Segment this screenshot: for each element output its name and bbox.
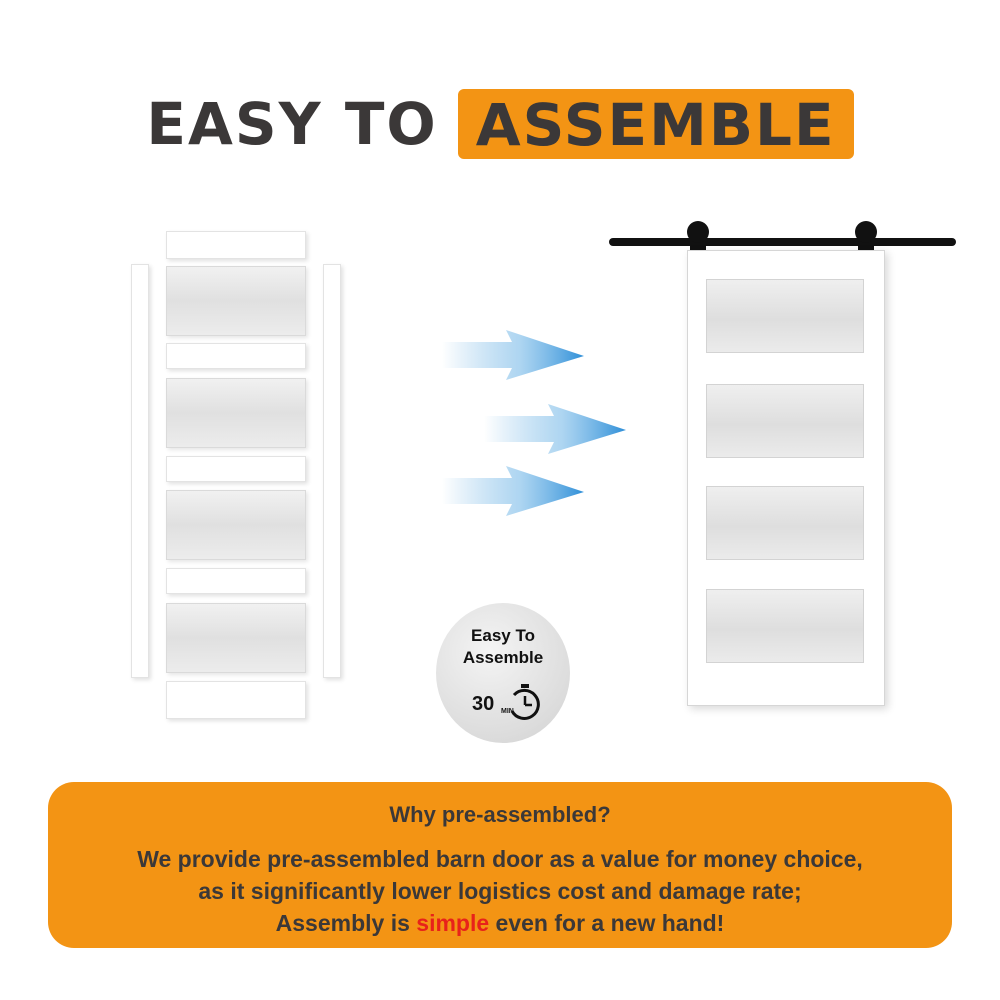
middle-rail-2 — [166, 456, 306, 482]
top-rail — [166, 231, 306, 259]
glass-panel-4 — [166, 603, 306, 673]
info-line-1: We provide pre-assembled barn door as a … — [137, 846, 863, 872]
glass-panel-3 — [166, 490, 306, 560]
badge-line-2: Assemble — [462, 648, 544, 667]
arrow-right-icon — [484, 404, 626, 454]
door-glass-4 — [706, 589, 864, 663]
title-part-assemble: ASSEMBLE — [457, 89, 854, 159]
middle-rail-1 — [166, 343, 306, 369]
arrows-group — [442, 330, 626, 516]
left-stile — [131, 264, 149, 678]
glass-panel-1 — [166, 266, 306, 336]
door-glass-1 — [706, 279, 864, 353]
info-box: Why pre-assembled? We provide pre-assemb… — [48, 782, 952, 948]
info-line-3: Assembly is simple even for a new hand! — [48, 910, 952, 937]
page-title: EASY TO ASSEMBLE — [0, 86, 1000, 162]
right-stile — [323, 264, 341, 678]
arrow-right-icon — [442, 330, 584, 380]
assembled-barn-door — [687, 250, 885, 706]
badge-unit: MIN — [501, 708, 514, 715]
info-line-2: as it significantly lower logistics cost… — [198, 878, 802, 904]
badge-minutes: 30 — [472, 693, 495, 715]
glass-panel-2 — [166, 378, 306, 448]
info-question: Why pre-assembled? — [389, 802, 611, 827]
door-glass-2 — [706, 384, 864, 458]
door-glass-3 — [706, 486, 864, 560]
info-highlight-simple: simple — [416, 910, 490, 936]
badge-text: Easy To Assemble — [436, 625, 570, 669]
info-line-3-end: even for a new hand! — [489, 910, 725, 936]
info-line-3-start: Assembly is — [275, 910, 417, 936]
badge-line-1: Easy To — [471, 626, 535, 645]
arrow-right-icon — [442, 466, 584, 516]
bottom-rail — [166, 681, 306, 719]
easy-to-assemble-badge: Easy To Assemble 30 MIN — [436, 603, 570, 743]
clock-icon — [510, 684, 540, 720]
middle-rail-3 — [166, 568, 306, 594]
title-part-easy-to: EASY TO — [146, 90, 438, 158]
